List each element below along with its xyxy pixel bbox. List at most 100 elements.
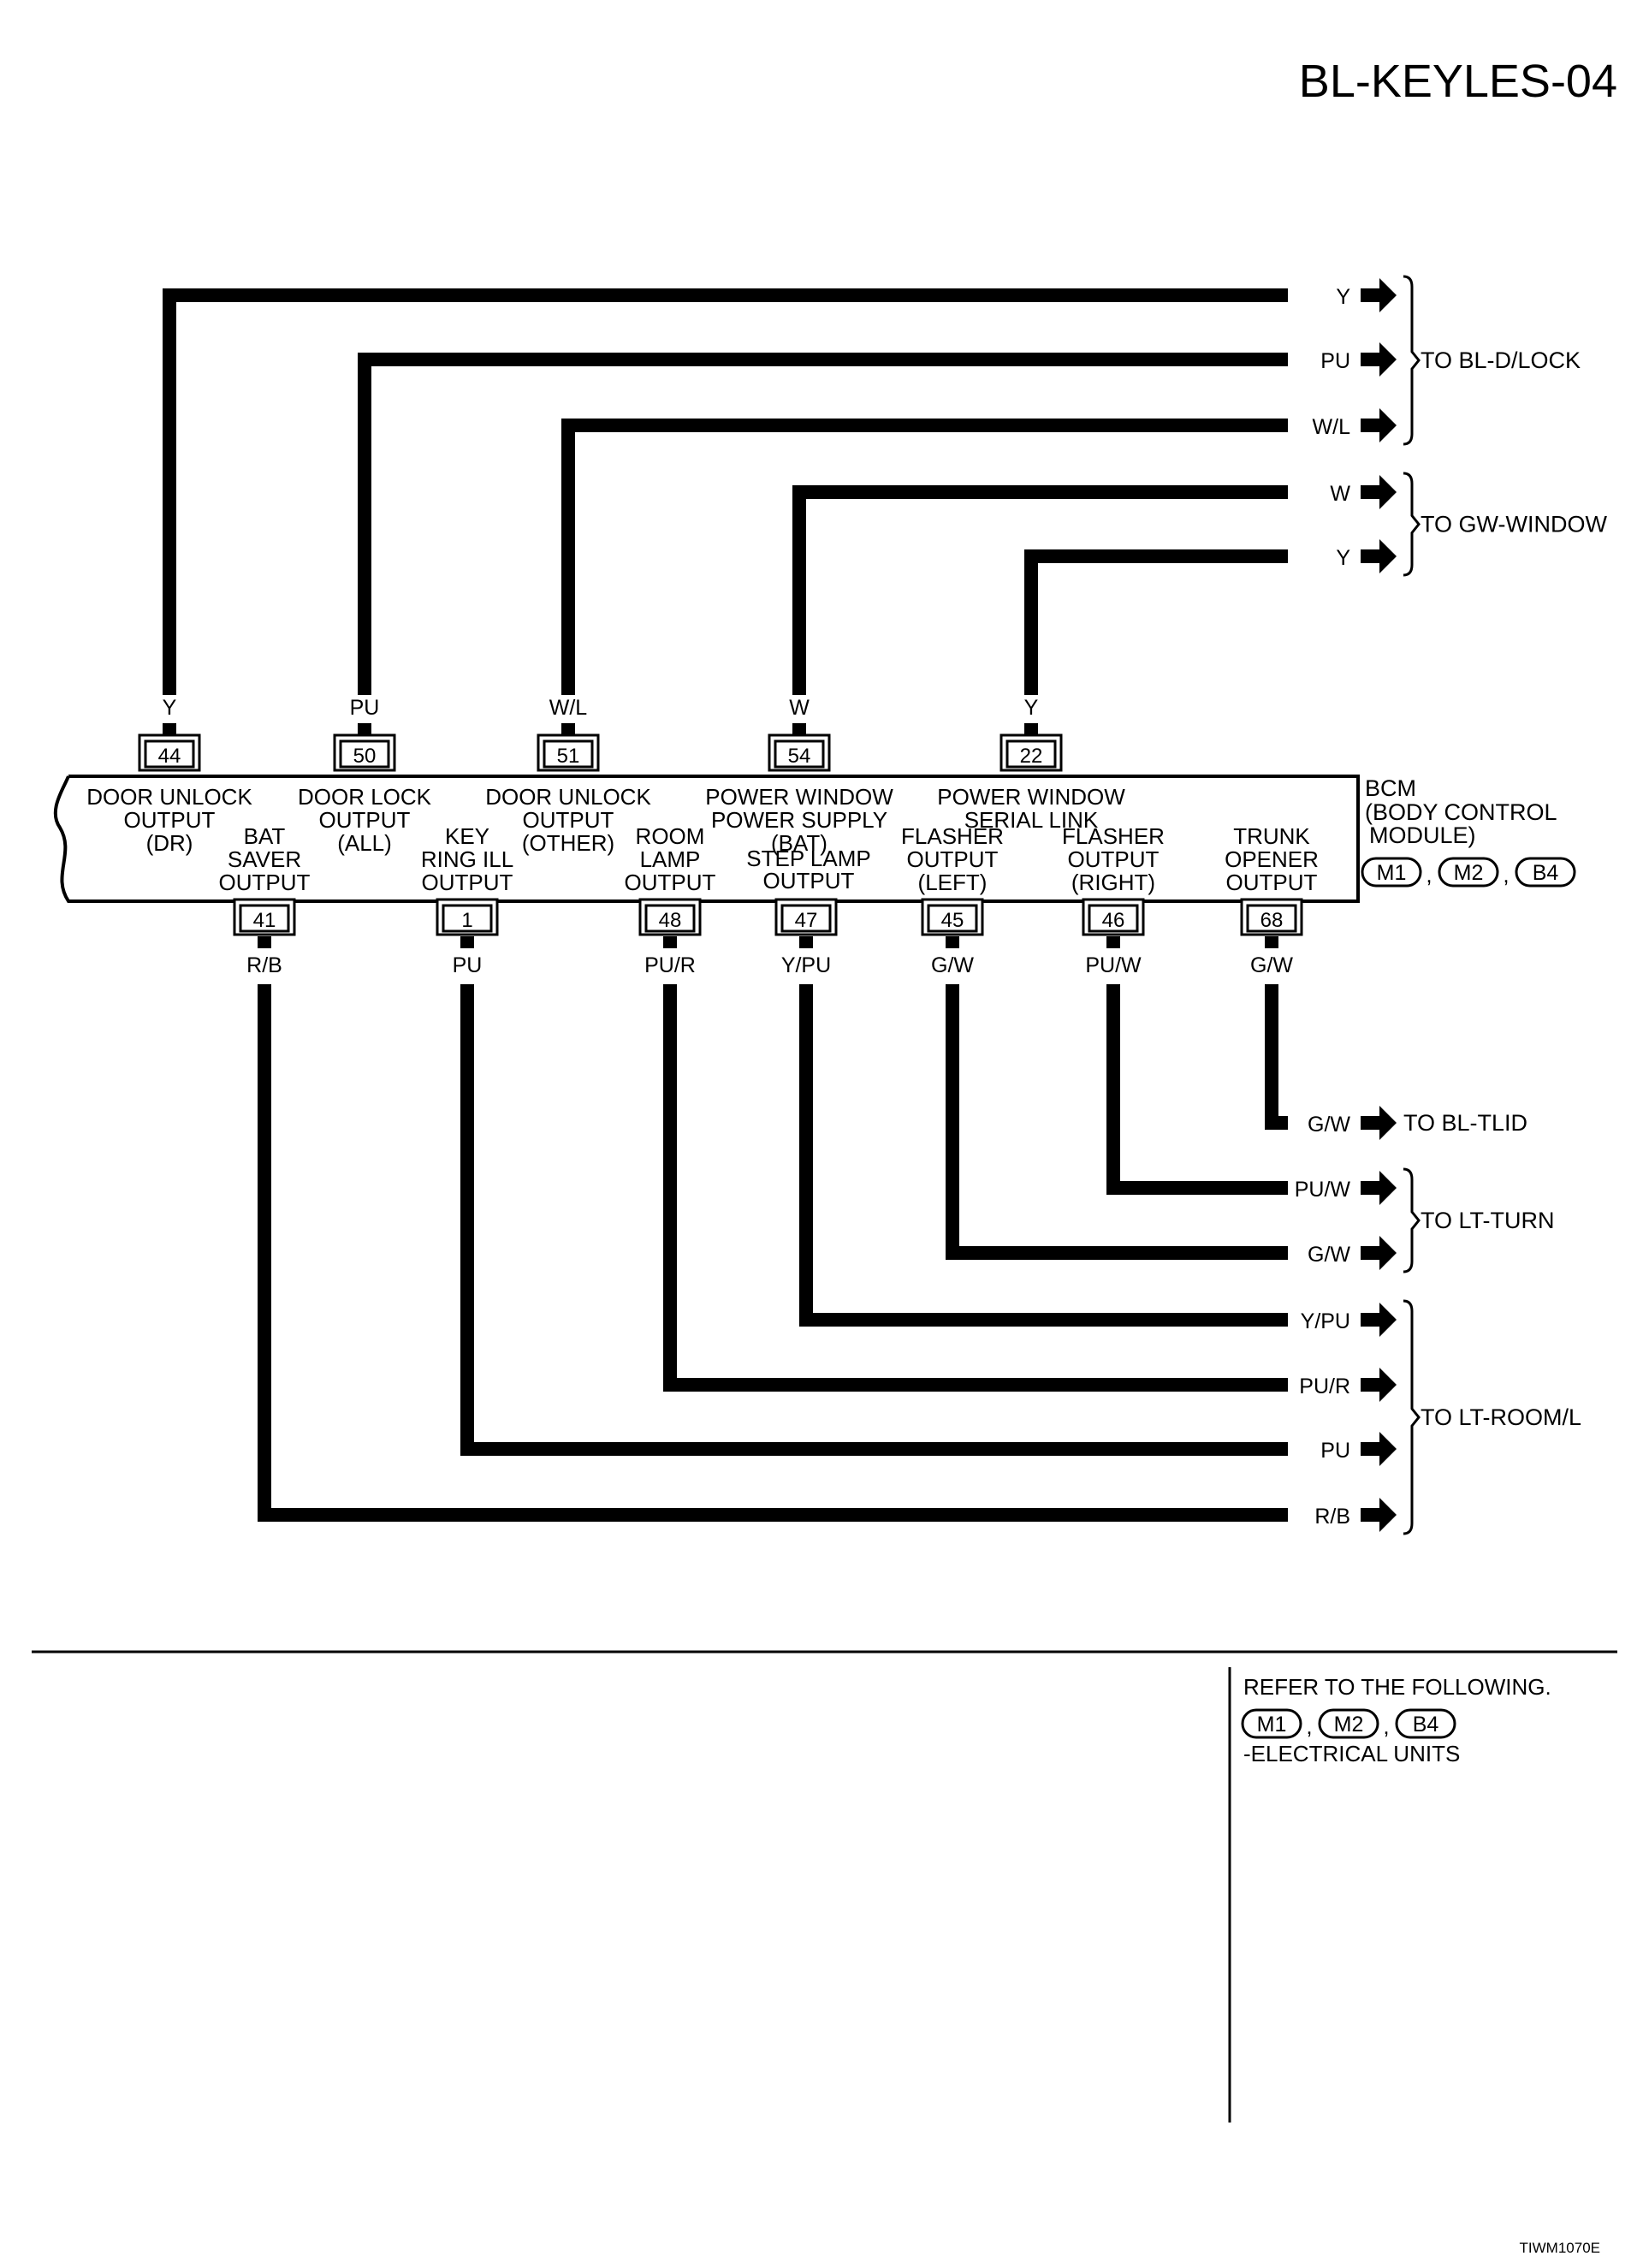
wire-color-label: G/W bbox=[931, 953, 974, 977]
terminal-box bbox=[927, 904, 978, 933]
bcm-pin-label: OUTPUT bbox=[124, 807, 216, 833]
label-plate bbox=[1288, 1238, 1356, 1268]
output-arrow-4: Y bbox=[1288, 539, 1397, 573]
wires bbox=[163, 288, 1354, 1522]
terminal-box bbox=[774, 739, 825, 769]
reference-connector-label: B4 bbox=[1413, 1713, 1439, 1737]
bcm-pin-label: LAMP bbox=[640, 846, 701, 872]
output-wire-color: W bbox=[1330, 482, 1350, 506]
bcm-connector-label: M2 bbox=[1454, 861, 1484, 885]
bcm-pin-label: (BAT) bbox=[771, 830, 827, 856]
arrow-right-icon bbox=[1361, 408, 1397, 442]
terminal-pin-number: 46 bbox=[1102, 909, 1125, 932]
terminal-stub bbox=[663, 936, 677, 948]
bcm-pin-label: (ALL) bbox=[337, 830, 392, 856]
output-wire-color: W/L bbox=[1313, 415, 1351, 439]
arrow-right-icon bbox=[1361, 278, 1397, 312]
output-wire-color: G/W bbox=[1308, 1243, 1350, 1267]
terminal-stub bbox=[1024, 723, 1038, 735]
output-arrow-3: W bbox=[1288, 475, 1397, 509]
output-arrow-9: PU/R bbox=[1288, 1368, 1397, 1402]
bcm-pin-label: BAT bbox=[244, 823, 286, 849]
destination-3: TO LT-TURN bbox=[1403, 1167, 1555, 1274]
bcm-connector-m2 bbox=[1438, 857, 1499, 888]
bcm-pin-label: SERIAL LINK bbox=[964, 807, 1099, 833]
bcm-pin-label: OUTPUT bbox=[523, 807, 614, 833]
terminal-box bbox=[780, 904, 832, 933]
label-plate bbox=[1288, 541, 1356, 572]
terminal-stub bbox=[792, 723, 806, 735]
terminal-stub bbox=[561, 723, 575, 735]
bcm-pin-label: (OTHER) bbox=[522, 830, 614, 856]
terminal-stub bbox=[258, 936, 271, 948]
destination-label: TO BL-TLID bbox=[1403, 1110, 1527, 1136]
bcm-pin-label: OUTPUT bbox=[1226, 870, 1318, 895]
bcm-connector-label: B4 bbox=[1533, 861, 1559, 885]
reference-note: REFER TO THE FOLLOWING.M1,M2,B4-ELECTRIC… bbox=[1241, 1674, 1551, 1766]
wire-48 bbox=[663, 984, 1354, 1392]
brace-icon bbox=[1403, 1299, 1421, 1535]
terminal-pin-number: 44 bbox=[158, 745, 181, 768]
reference-connector-b4 bbox=[1395, 1708, 1456, 1739]
terminal-41: 41 bbox=[233, 898, 296, 948]
reference-line: REFER TO THE FOLLOWING. bbox=[1243, 1674, 1551, 1700]
output-arrow-5: G/W bbox=[1288, 1106, 1397, 1140]
terminal-pin-number: 45 bbox=[941, 909, 964, 932]
terminal-box bbox=[442, 904, 493, 933]
bcm-pin-label: KEY bbox=[445, 823, 489, 849]
label-plate bbox=[1288, 1499, 1356, 1530]
destination-4: TO LT-ROOM/L bbox=[1403, 1299, 1581, 1535]
wire-color-label: W/L bbox=[549, 696, 588, 720]
terminal-pin-number: 51 bbox=[557, 745, 580, 768]
wire-color-label: G/W bbox=[1250, 953, 1293, 977]
bcm-pin-label: ROOM bbox=[636, 823, 705, 849]
terminal-box bbox=[1246, 904, 1297, 933]
terminal-pin-number: 22 bbox=[1020, 745, 1043, 768]
arrow-right-icon bbox=[1361, 1498, 1397, 1532]
bcm-pin-label: RING ILL bbox=[421, 846, 513, 872]
bcm-pin-label: OUTPUT bbox=[422, 870, 513, 895]
arrow-right-icon bbox=[1361, 1106, 1397, 1140]
arrow-right-icon bbox=[1361, 1432, 1397, 1466]
bcm-pin-label: OUTPUT bbox=[625, 870, 716, 895]
bcm-pin-label: SAVER bbox=[228, 846, 301, 872]
terminal-pin-number: 41 bbox=[253, 909, 276, 932]
label-plate bbox=[1288, 477, 1356, 508]
bcm-pin-label: (DR) bbox=[146, 830, 193, 856]
terminal-stub bbox=[1265, 936, 1278, 948]
terminal-pin-number: 50 bbox=[353, 745, 377, 768]
bcm-comma: , bbox=[1503, 862, 1509, 888]
terminal-stub bbox=[946, 936, 959, 948]
terminal-stub bbox=[163, 723, 176, 735]
label-plate bbox=[1288, 410, 1356, 441]
terminal-1: 1 bbox=[436, 898, 499, 948]
bcm-pin-label: POWER SUPPLY bbox=[711, 807, 887, 833]
bcm-pin-label: TRUNK bbox=[1233, 823, 1310, 849]
terminal-44: 44 bbox=[138, 723, 201, 772]
reference-line: -ELECTRICAL UNITS bbox=[1243, 1741, 1460, 1766]
destination-0: TO BL-D/LOCK bbox=[1403, 275, 1581, 446]
destination-label: TO BL-D/LOCK bbox=[1421, 347, 1581, 373]
terminal-box bbox=[1088, 904, 1139, 933]
output-wire-color: Y bbox=[1336, 285, 1350, 309]
terminal-pin-number: 54 bbox=[788, 745, 811, 768]
bcm-pin-label: STEP LAMP bbox=[746, 846, 870, 871]
bcm-pin-label: OUTPUT bbox=[907, 846, 999, 872]
wire-color-label: PU bbox=[350, 696, 380, 720]
label-plate bbox=[1288, 344, 1356, 375]
wire-41 bbox=[258, 984, 1354, 1522]
reference-connector-m2 bbox=[1318, 1708, 1379, 1739]
terminal-stub bbox=[358, 723, 371, 735]
figure-code: TIWM1070E bbox=[1520, 2240, 1600, 2256]
brace-icon bbox=[1403, 275, 1421, 446]
terminal-54: 54 bbox=[768, 723, 831, 772]
wire-47 bbox=[799, 984, 1354, 1327]
reference-comma: , bbox=[1383, 1713, 1389, 1739]
page-title: BL-KEYLES-04 bbox=[1299, 56, 1617, 107]
bcm-pin-label: OPENER bbox=[1225, 846, 1319, 872]
